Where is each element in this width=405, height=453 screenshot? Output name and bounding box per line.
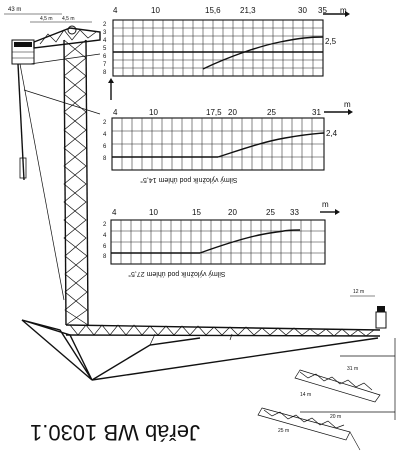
chart-3-y-tick: 4 (103, 233, 107, 239)
slewing-ring (67, 25, 77, 35)
chart-1-y-ticks: 8 7 6 5 4 3 2 (103, 22, 107, 76)
chart-2-x-arrow (348, 109, 353, 115)
right-height-label: 12 m (353, 289, 364, 295)
slewing-head (33, 27, 101, 49)
chart-2-y-tick: 2 (103, 120, 107, 126)
sketch-label-3: 20 m (330, 414, 341, 420)
chart-1-y-tick: 3 (103, 30, 107, 36)
hook-block (19, 157, 27, 179)
jib-top-dim: 43 m (8, 7, 21, 13)
chart-1-y-tick: 4 (103, 38, 107, 44)
chart-3-caption: Silmý výložník pod úhlem 27,5° (128, 270, 226, 278)
chart-3-x-arrow (335, 209, 340, 215)
chart-1-tick-4: 21,3 (240, 6, 256, 15)
chart-1-y-tick: 5 (103, 46, 107, 52)
guy-line-1 (19, 63, 65, 301)
crane-base: 12 m (21, 289, 387, 381)
load-chart-2: 4 10 17,5 20 25 31 m 2,4 8 6 4 2 Silmý v… (103, 100, 353, 184)
chart-2-y-tick: 6 (103, 144, 107, 150)
drawing-title: Jeřáb WB 1030.1 (30, 420, 200, 445)
sketch-jib-2 (257, 407, 351, 441)
load-chart-3: 4 10 15 20 25 33 m 8 6 4 2 Silmý výložní… (103, 200, 340, 278)
chart-1-y-tick: 8 (103, 70, 107, 76)
horizontal-jib-top (65, 324, 381, 331)
chart-2-tick-4: 20 (228, 108, 237, 117)
end-cap (377, 306, 385, 312)
chart-1-end-value: 2,5 (325, 37, 337, 46)
dimension-sketch: 31 m 14 m 20 m 25 m (257, 338, 396, 451)
chart-2-y-tick: 4 (103, 132, 107, 138)
chart-1-y-tick: 7 (103, 62, 107, 68)
end-block (375, 311, 387, 329)
chart-2-tick-6: 31 (312, 108, 321, 117)
tie-bar (91, 337, 201, 381)
chart-3-tick-5: 25 (266, 208, 275, 217)
chart-3-y-tick: 6 (103, 244, 107, 250)
sketch-label-2: 14 m (300, 392, 311, 398)
chart-2-tick-2: 10 (149, 108, 158, 117)
chart-2-end-value: 2,4 (326, 129, 338, 138)
load-chart-1: 4 10 15,6 21,3 30 35 m 2,5 8 7 6 5 4 3 2 (103, 6, 350, 100)
mast-lattice (63, 39, 88, 326)
chart-3-grid (111, 220, 325, 264)
chart-2-tick-1: 4 (113, 108, 118, 117)
chart-2-load-curve (217, 132, 325, 158)
sketch-label-4: 25 m (278, 428, 289, 434)
chart-2-tick-5: 25 (267, 108, 276, 117)
chart-1-y-tick: 6 (103, 54, 107, 60)
mast-chord-right (85, 39, 89, 326)
chart-3-load-curve (199, 229, 301, 254)
chart-3-tick-4: 20 (228, 208, 237, 217)
main-tie (91, 337, 379, 381)
chart-1-load-curve (202, 36, 324, 70)
chart-1-y-arrow (108, 78, 114, 83)
chart-3-unit: m (322, 200, 329, 209)
guy-line-3 (29, 53, 101, 65)
chart-3-tick-1: 4 (112, 208, 117, 217)
chart-2-y-tick: 8 (103, 156, 107, 162)
chart-2-tick-3: 17,5 (206, 108, 222, 117)
chart-1-tick-5: 30 (298, 6, 307, 15)
chart-1-tick-2: 10 (151, 6, 160, 15)
chart-1-x-arrow (345, 11, 350, 17)
chart-2-y-ticks: 8 6 4 2 (103, 120, 107, 162)
chart-1-y-tick: 2 (103, 22, 107, 28)
chart-1-unit: m (340, 6, 347, 15)
chart-2-unit: m (344, 100, 351, 109)
chart-3-y-tick: 8 (103, 254, 107, 260)
sketch-jib-1 (294, 369, 381, 403)
chart-3-tick-6: 33 (290, 208, 299, 217)
jib-sub-dim: 4,5 m (40, 16, 53, 22)
jib-sub-dim-2: 4,5 m (62, 16, 75, 22)
horizontal-jib-lattice (69, 324, 375, 337)
chart-1-frame (112, 19, 324, 77)
cabin-window (14, 42, 32, 47)
guy-line-2 (23, 89, 101, 115)
chart-3-tick-3: 15 (192, 208, 201, 217)
chart-1-tick-3: 15,6 (205, 6, 221, 15)
chart-3-y-tick: 2 (103, 222, 107, 228)
sketch-label-1: 31 m (347, 366, 358, 372)
mast-chord-left (63, 39, 67, 326)
chart-1-grid (113, 20, 323, 76)
counter-jib-pole (17, 63, 25, 181)
horizontal-jib-bottom (65, 334, 381, 337)
chart-3-y-ticks: 8 6 4 2 (103, 222, 107, 260)
chart-1-tick-1: 4 (113, 6, 118, 15)
crane-tower: 43 m 4,5 m 4,5 m (4, 7, 101, 326)
chart-1-tick-6: 35 (318, 6, 327, 15)
chart-2-caption: Silmý výložník pod úhlem 14,5° (140, 176, 238, 184)
chart-3-tick-2: 10 (149, 208, 158, 217)
